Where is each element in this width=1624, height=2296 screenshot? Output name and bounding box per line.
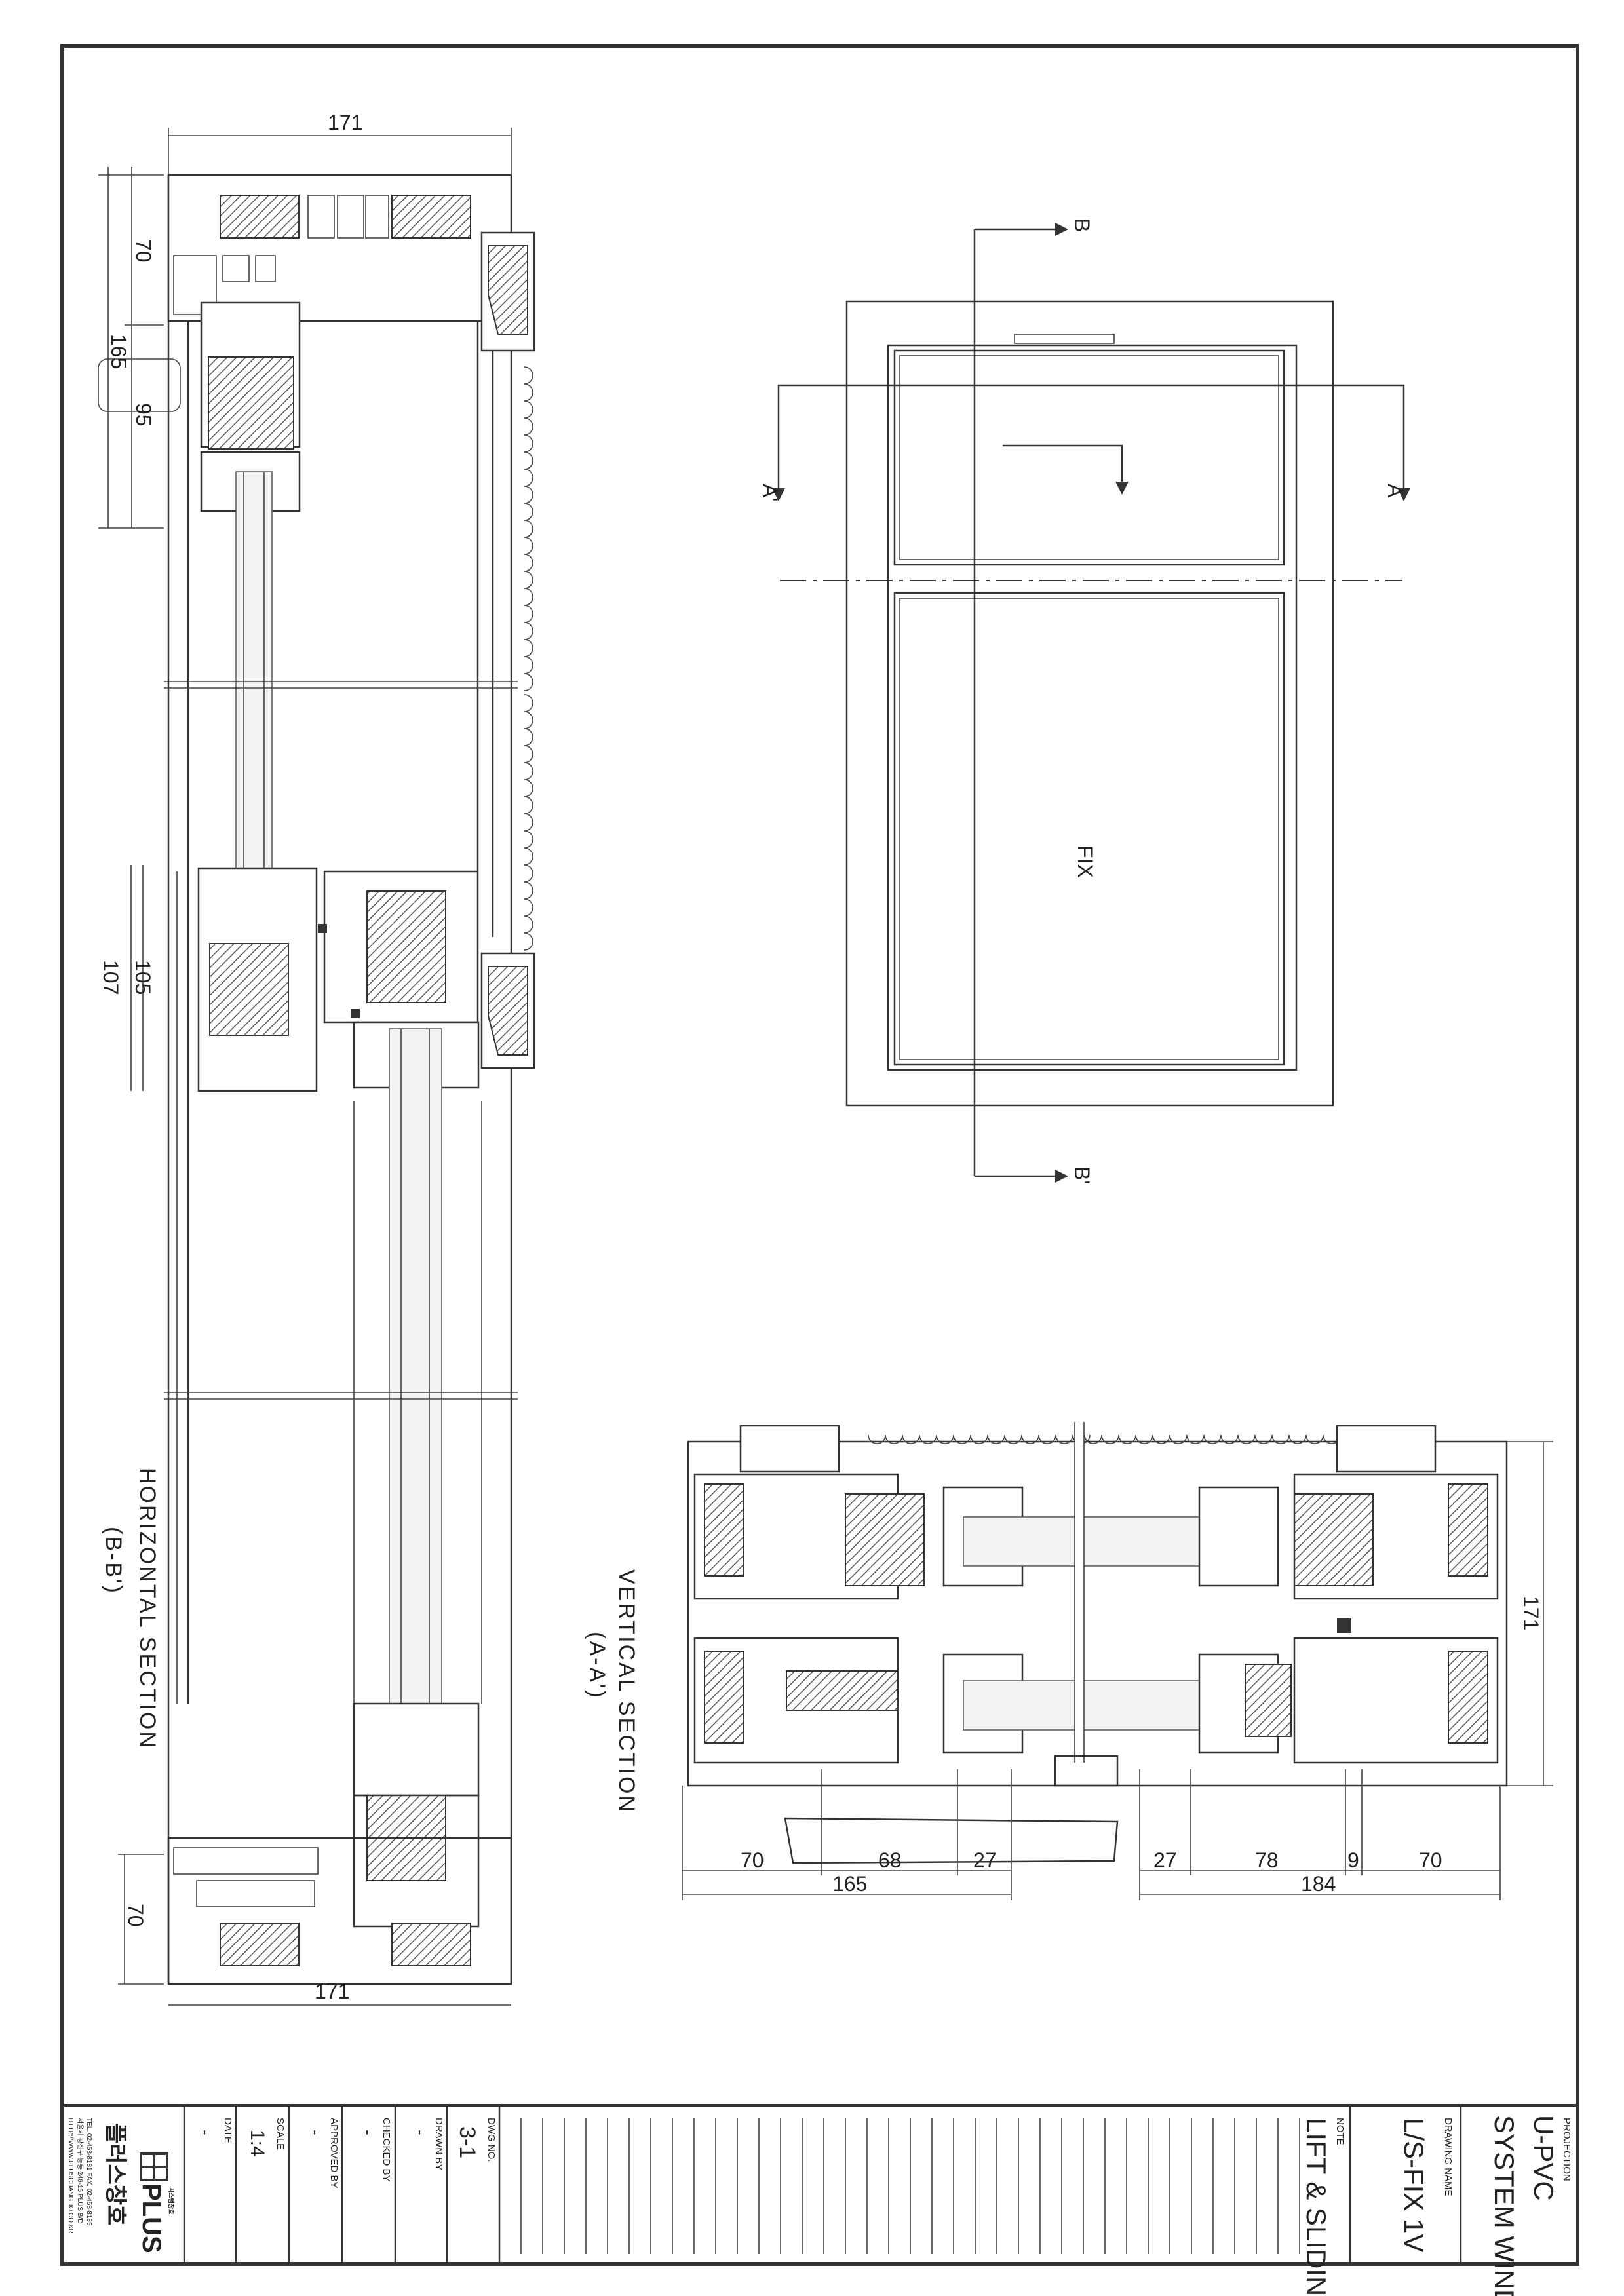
dwg-no-label: DWG NO. <box>486 2118 497 2162</box>
dwg-no-value: 3-1 <box>455 2126 480 2158</box>
section-b-label: B <box>1070 218 1094 232</box>
drawing-name-value: L/S-FIX 1V <box>1399 2118 1429 2252</box>
company-logo: 시스템창호 PLUS 플러스창호 TEL. 02-458-8181 FAX. 0… <box>67 2118 175 2253</box>
dim-70-top: 70 <box>132 239 155 263</box>
dim-171-bottom: 171 <box>315 1980 349 2003</box>
handle-lever-icon <box>784 1817 1119 1864</box>
company-korean-name: 플러스창호 <box>103 2123 128 2225</box>
dim-right-70: 70 <box>1419 1848 1442 1872</box>
projection-label: PROJECTION <box>1561 2118 1572 2181</box>
fixed-pane <box>893 592 1285 1066</box>
shutter-slats <box>524 366 533 951</box>
window-elevation: B B' A A' FIX <box>758 218 1410 1184</box>
scale-value: 1:4 <box>246 2130 268 2157</box>
section-b-prime-label: B' <box>1070 1166 1094 1184</box>
dim-left-165: 165 <box>832 1872 867 1896</box>
projection-value-2: SYSTEM WINDOWS <box>1489 2115 1520 2296</box>
company-tel: TEL. 02-458-8181 FAX. 02-458-8185 <box>85 2118 92 2226</box>
note-value: LIFT & SLIDING <box>1301 2118 1332 2296</box>
note-label: NOTE <box>1334 2118 1345 2145</box>
dim-left-68: 68 <box>878 1848 902 1872</box>
dim-left-27: 27 <box>973 1848 997 1872</box>
company-url: HTTP://WWW.PLUSCHANGHO.CO.KR <box>67 2118 74 2234</box>
title-block: PROJECTION U-PVC SYSTEM WINDOWS DRAWING … <box>67 2105 1572 2296</box>
fix-label: FIX <box>1073 845 1097 878</box>
drawing-name-label: DRAWING NAME <box>1442 2118 1454 2196</box>
checked-by-value: - <box>358 2130 378 2135</box>
scale-label: SCALE <box>275 2118 286 2150</box>
vertical-section-subtitle: (A-A') <box>585 1632 609 1700</box>
dim-right-184: 184 <box>1301 1872 1336 1896</box>
dim-171-top: 171 <box>328 111 362 134</box>
horizontal-section: 171 171 70 165 95 105 107 70 HORIZONTAL … <box>98 111 535 2006</box>
date-value: - <box>196 2130 216 2135</box>
dimension-lines <box>98 128 512 2006</box>
lift-handle-icon <box>1054 1755 1119 1787</box>
company-address: 서울시 광진구 능동 246-15 PLUS B/D <box>76 2118 84 2223</box>
shutter-slats-top <box>868 1434 1341 1444</box>
section-a-label: A <box>1383 484 1407 498</box>
date-label: DATE <box>222 2118 233 2143</box>
dim-left-70: 70 <box>741 1848 764 1872</box>
dim-107: 107 <box>99 960 123 995</box>
dim-171-height: 171 <box>1519 1596 1543 1630</box>
vertical-section-title: VERTICAL SECTION <box>614 1569 639 1814</box>
drawn-by-label: DRAWN BY <box>433 2118 444 2170</box>
horizontal-section-title: HORIZONTAL SECTION <box>135 1468 160 1750</box>
vertical-section: 171 70 68 27 165 27 78 9 70 184 VERTICAL… <box>585 1422 1553 1900</box>
approved-by-value: - <box>306 2130 326 2135</box>
handle-icon <box>1014 334 1115 344</box>
drawn-by-value: - <box>411 2130 431 2135</box>
dim-70-bottom: 70 <box>124 1904 147 1927</box>
sheet-border <box>60 44 1579 2266</box>
dim-right-78: 78 <box>1255 1848 1279 1872</box>
horizontal-section-subtitle: (B-B') <box>101 1527 126 1595</box>
bottom-dimension-lines <box>682 1769 1501 1900</box>
brand-small: 시스템창호 <box>168 2187 175 2215</box>
checked-by-label: CHECKED BY <box>381 2118 392 2182</box>
projection-value-1: U-PVC <box>1528 2115 1559 2201</box>
dim-right-9: 9 <box>1347 1848 1359 1872</box>
approved-by-label: APPROVED BY <box>328 2118 339 2189</box>
dim-95: 95 <box>132 403 155 427</box>
section-a-prime-label: A' <box>758 484 782 501</box>
top-sash <box>893 349 1285 566</box>
dim-right-27: 27 <box>1153 1848 1177 1872</box>
dim-105: 105 <box>131 960 155 995</box>
revision-lines <box>520 2118 1300 2254</box>
dim-165: 165 <box>107 334 130 369</box>
brand-name: PLUS <box>137 2183 166 2253</box>
